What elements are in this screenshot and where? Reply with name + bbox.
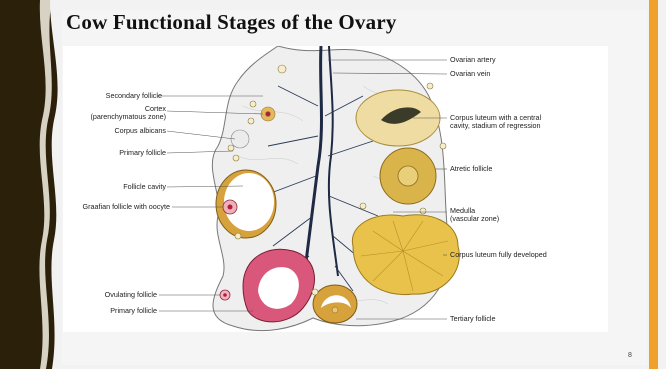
graafian-follicle (216, 170, 276, 238)
page-number: 8 (628, 352, 632, 359)
label-corpus-luteum-developed: Corpus luteum fully developed (450, 251, 600, 259)
label-primary-follicle-top: Primary follicle (62, 149, 166, 157)
atretic-follicle (380, 148, 436, 204)
label-atretic-follicle: Atretic follicle (450, 165, 600, 173)
label-cortex: Cortex (parenchymatous zone) (62, 105, 166, 121)
label-secondary-follicle: Secondary follicle (62, 92, 162, 100)
label-primary-follicle-bottom: Primary follicle (62, 307, 157, 315)
label-medulla: Medulla (vascular zone) (450, 207, 600, 223)
corpus-luteum-developed (352, 215, 459, 295)
left-wave-decoration (0, 0, 62, 369)
tertiary-follicle (313, 285, 357, 323)
label-graafian-follicle: Graafian follicle with oocyte (62, 203, 170, 211)
label-follicle-cavity: Follicle cavity (62, 183, 166, 191)
label-corpus-albicans: Corpus albicans (62, 127, 166, 135)
label-ovarian-vein: Ovarian vein (450, 70, 600, 78)
label-tertiary-follicle: Tertiary follicle (450, 315, 600, 323)
label-ovarian-artery: Ovarian artery (450, 56, 600, 64)
slide-title: Cow Functional Stages of the Ovary (66, 10, 486, 35)
right-accent-bar (649, 0, 658, 369)
label-corpus-luteum-regression: Corpus luteum with a central cavity, sta… (450, 114, 600, 130)
label-ovulating-follicle: Ovulating follicle (62, 291, 157, 299)
